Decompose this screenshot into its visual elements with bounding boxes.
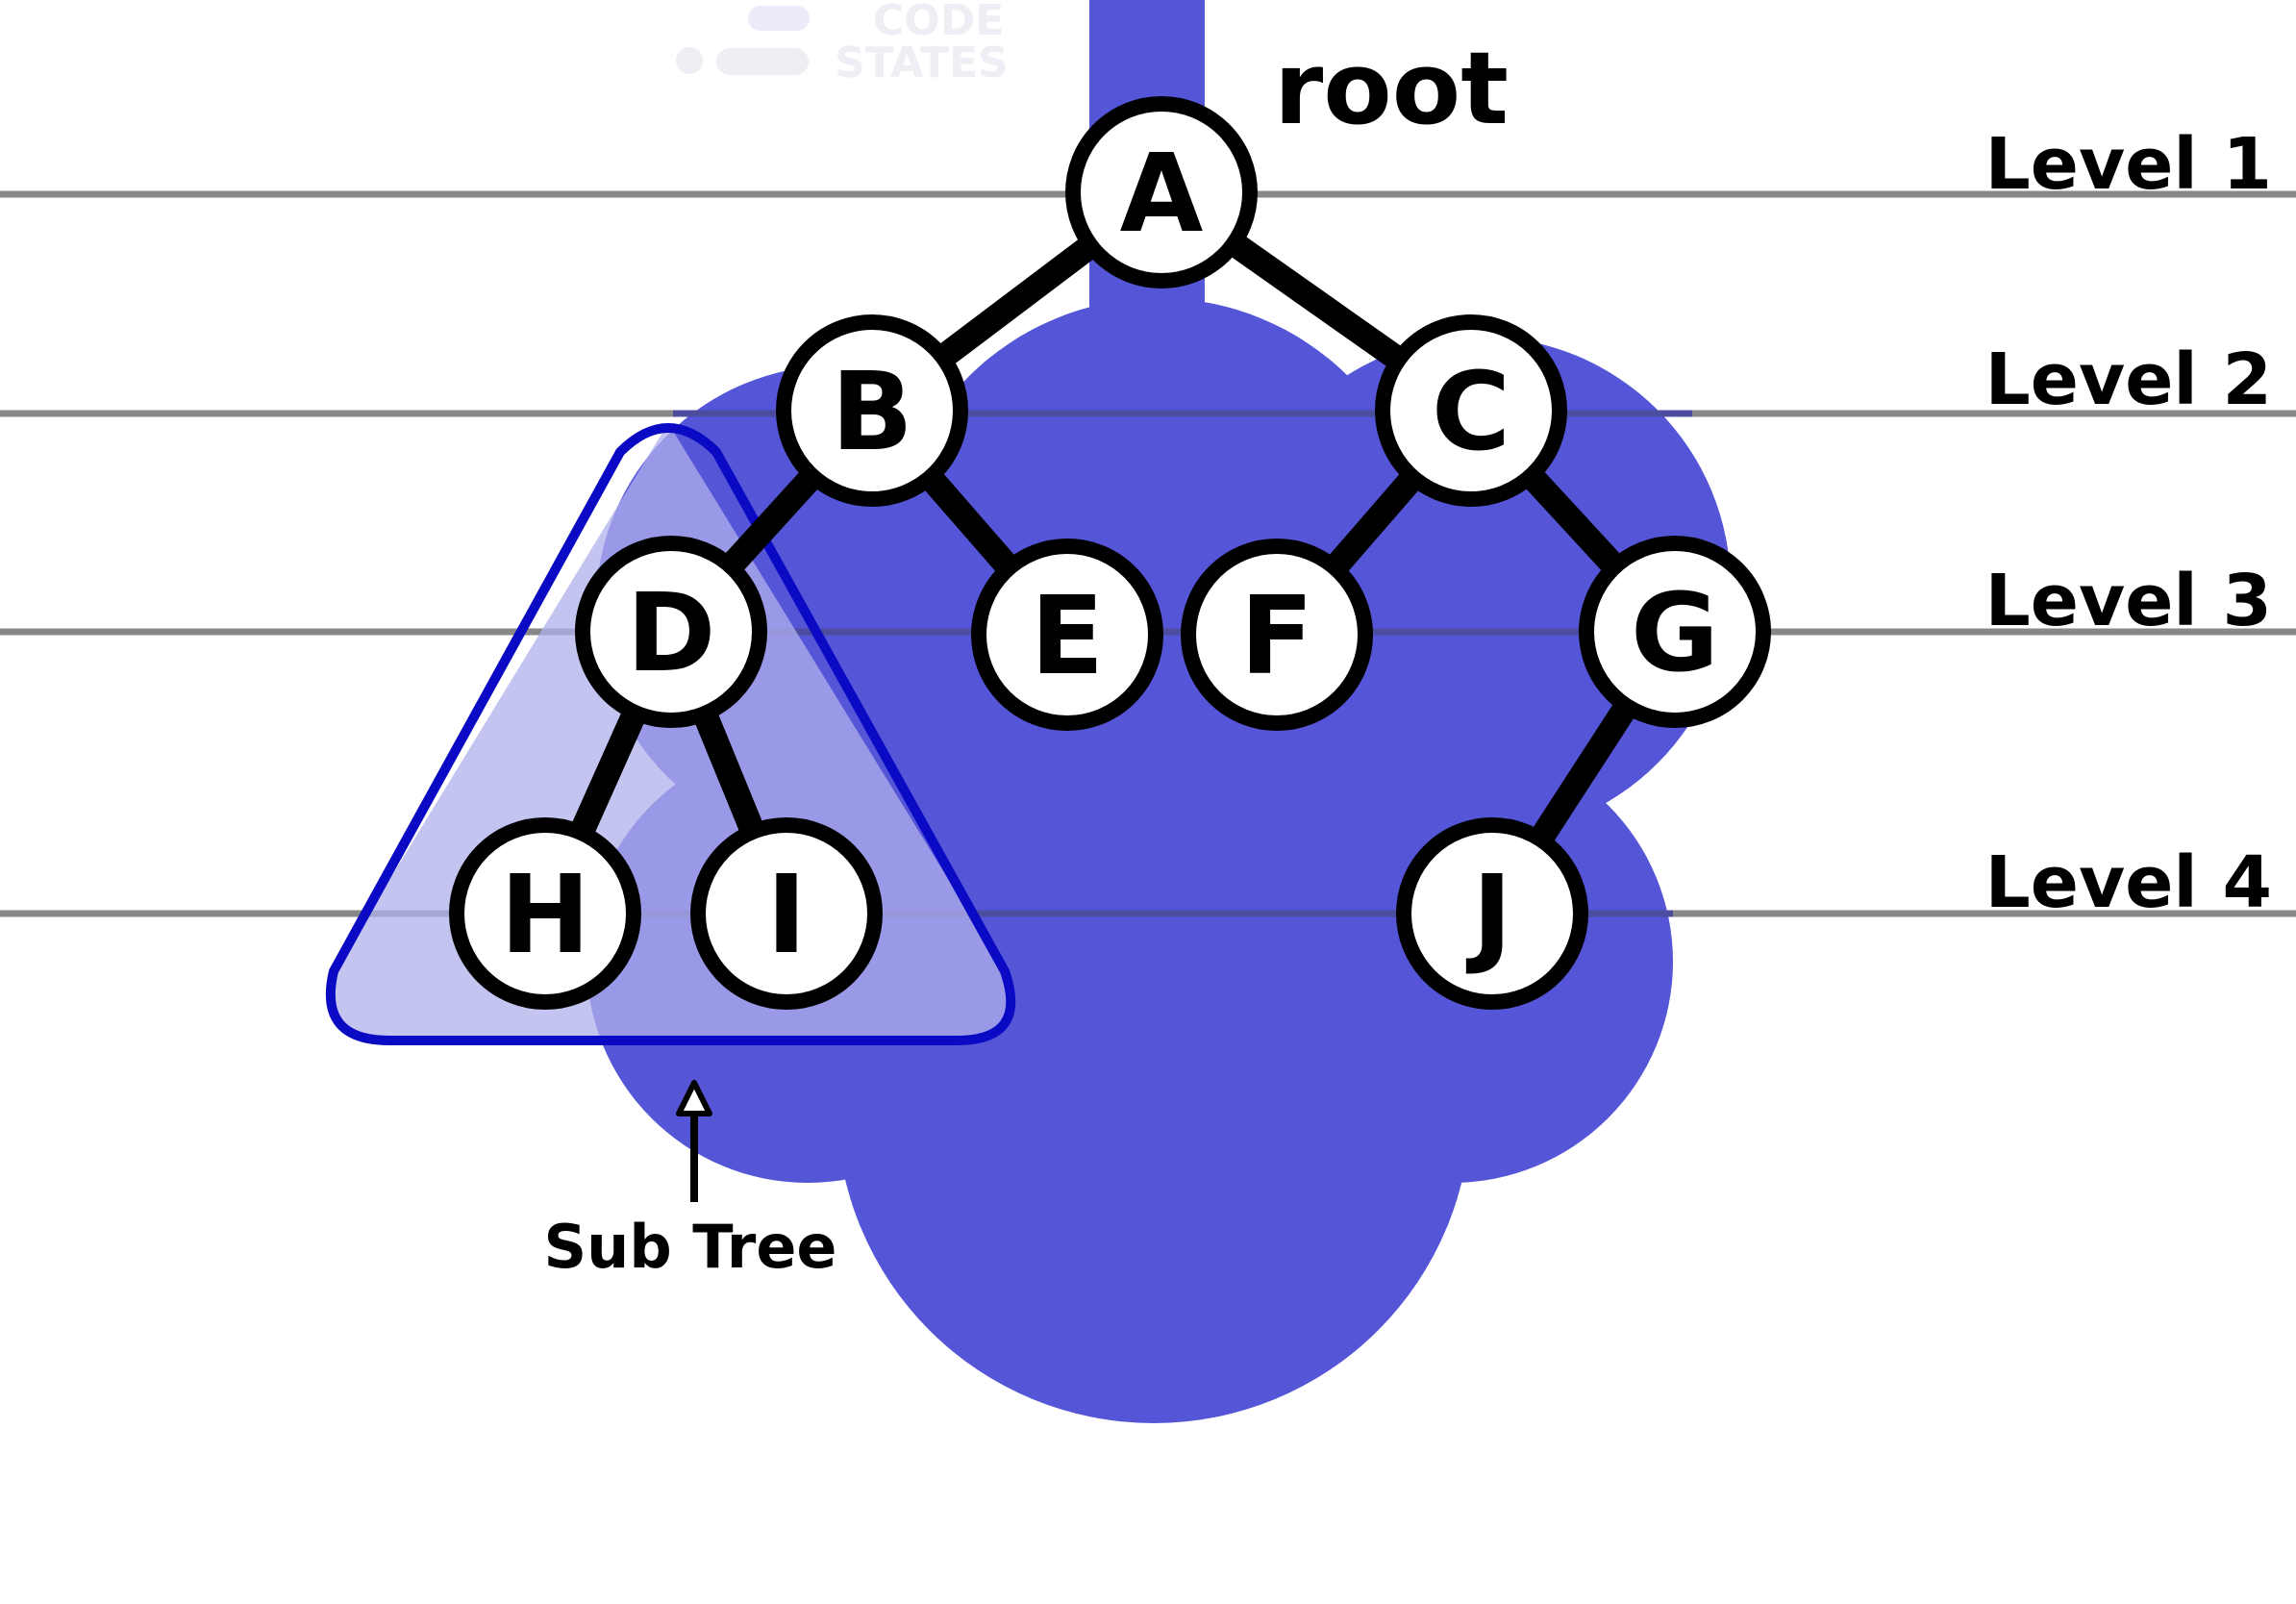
tree-node-g: G bbox=[1579, 536, 1771, 728]
node-label-e: E bbox=[1031, 574, 1105, 699]
tree-node-j: J bbox=[1396, 817, 1588, 1010]
node-circle-f bbox=[1181, 539, 1373, 731]
root-label: root bbox=[1274, 30, 1509, 147]
subtree-outline bbox=[325, 423, 1016, 1045]
node-label-a: A bbox=[1120, 132, 1204, 257]
node-circle-e bbox=[971, 539, 1163, 731]
node-label-f: F bbox=[1240, 574, 1314, 699]
node-label-i: I bbox=[766, 853, 807, 978]
subtree-label: Sub Tree bbox=[544, 1212, 837, 1282]
node-label-d: D bbox=[627, 571, 716, 696]
node-circle-j bbox=[1396, 817, 1588, 1010]
node-label-b: B bbox=[831, 350, 912, 475]
logo-bar bbox=[716, 48, 809, 75]
level-label-1: Level 1 bbox=[1985, 123, 2272, 206]
tree-node-d: D bbox=[575, 536, 767, 728]
node-circle-a bbox=[1065, 96, 1258, 288]
subtree-annotation: Sub Tree bbox=[544, 1080, 837, 1282]
tree-node-a: A bbox=[1065, 96, 1258, 288]
level-label-2: Level 2 bbox=[1985, 338, 2272, 421]
tree-node-i: I bbox=[690, 817, 883, 1010]
node-label-g: G bbox=[1631, 571, 1719, 696]
node-circle-h bbox=[449, 817, 641, 1010]
node-label-c: C bbox=[1432, 350, 1510, 475]
logo-pill bbox=[748, 6, 810, 31]
node-label-j: J bbox=[1465, 853, 1512, 978]
logo-text-line1: CODE bbox=[873, 0, 1004, 45]
logo-text-line2: STATES bbox=[835, 38, 1009, 88]
level-label-4: Level 4 bbox=[1985, 841, 2272, 924]
level-label-3: Level 3 bbox=[1985, 560, 2272, 642]
tree-node-f: F bbox=[1181, 539, 1373, 731]
level-labels: Level 1 Level 2 Level 3 Level 4 bbox=[1985, 123, 2272, 924]
tree-node-c: C bbox=[1375, 314, 1567, 507]
tree-node-b: B bbox=[776, 314, 968, 507]
logo-dot bbox=[676, 47, 703, 74]
node-circle-i bbox=[690, 817, 883, 1010]
node-circle-b bbox=[776, 314, 968, 507]
subtree-arrow-head bbox=[676, 1080, 712, 1116]
tree-node-e: E bbox=[971, 539, 1163, 731]
tree-nodes: A B C D E F G H I J bbox=[449, 96, 1771, 1010]
node-circle-d bbox=[575, 536, 767, 728]
node-label-h: H bbox=[500, 853, 590, 978]
tree-node-h: H bbox=[449, 817, 641, 1010]
node-circle-c bbox=[1375, 314, 1567, 507]
node-circle-g bbox=[1579, 536, 1771, 728]
code-states-logo: CODE STATES bbox=[676, 0, 1009, 88]
